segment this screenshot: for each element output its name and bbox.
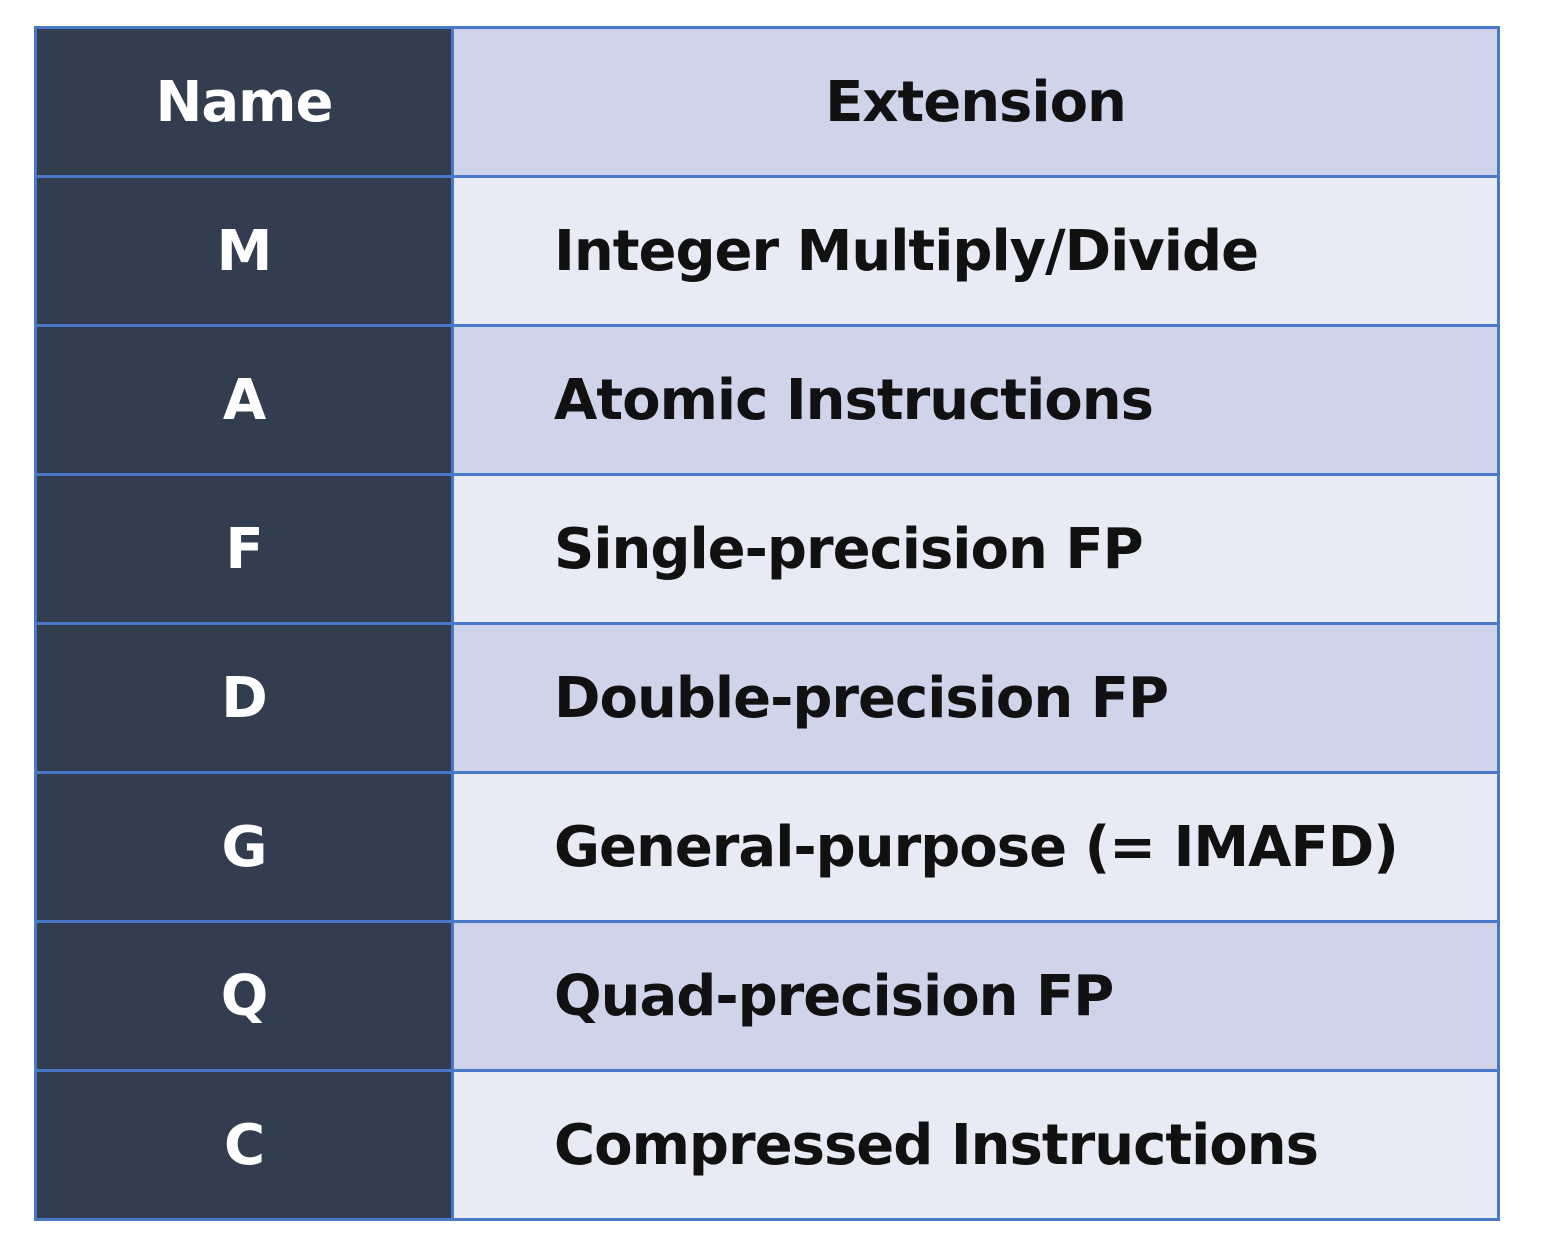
row-name-cell: D	[34, 622, 454, 774]
row-name-cell: A	[34, 324, 454, 476]
header-name: Name	[34, 26, 454, 178]
table-row: A Atomic Instructions	[34, 324, 1500, 476]
row-extension-cell: Single-precision FP	[451, 473, 1500, 625]
row-extension-cell: General-purpose (= IMAFD)	[451, 771, 1500, 923]
table-row: M Integer Multiply/Divide	[34, 175, 1500, 327]
extensions-table-container: Name Extension M Integer Multiply/Divide…	[34, 26, 1500, 1221]
table-row: Q Quad-precision FP	[34, 920, 1500, 1072]
row-name-cell: G	[34, 771, 454, 923]
table-row: D Double-precision FP	[34, 622, 1500, 774]
row-extension-cell: Atomic Instructions	[451, 324, 1500, 476]
row-extension-cell: Compressed Instructions	[451, 1069, 1500, 1221]
row-extension-cell: Integer Multiply/Divide	[451, 175, 1500, 327]
row-extension-cell: Quad-precision FP	[451, 920, 1500, 1072]
table-row: F Single-precision FP	[34, 473, 1500, 625]
row-name-cell: F	[34, 473, 454, 625]
row-name-cell: C	[34, 1069, 454, 1221]
table-row: G General-purpose (= IMAFD)	[34, 771, 1500, 923]
row-extension-cell: Double-precision FP	[451, 622, 1500, 774]
extensions-table: Name Extension M Integer Multiply/Divide…	[34, 26, 1500, 1221]
row-name-cell: M	[34, 175, 454, 327]
header-extension: Extension	[451, 26, 1500, 178]
row-name-cell: Q	[34, 920, 454, 1072]
table-header-row: Name Extension	[34, 26, 1500, 178]
table-row: C Compressed Instructions	[34, 1069, 1500, 1221]
